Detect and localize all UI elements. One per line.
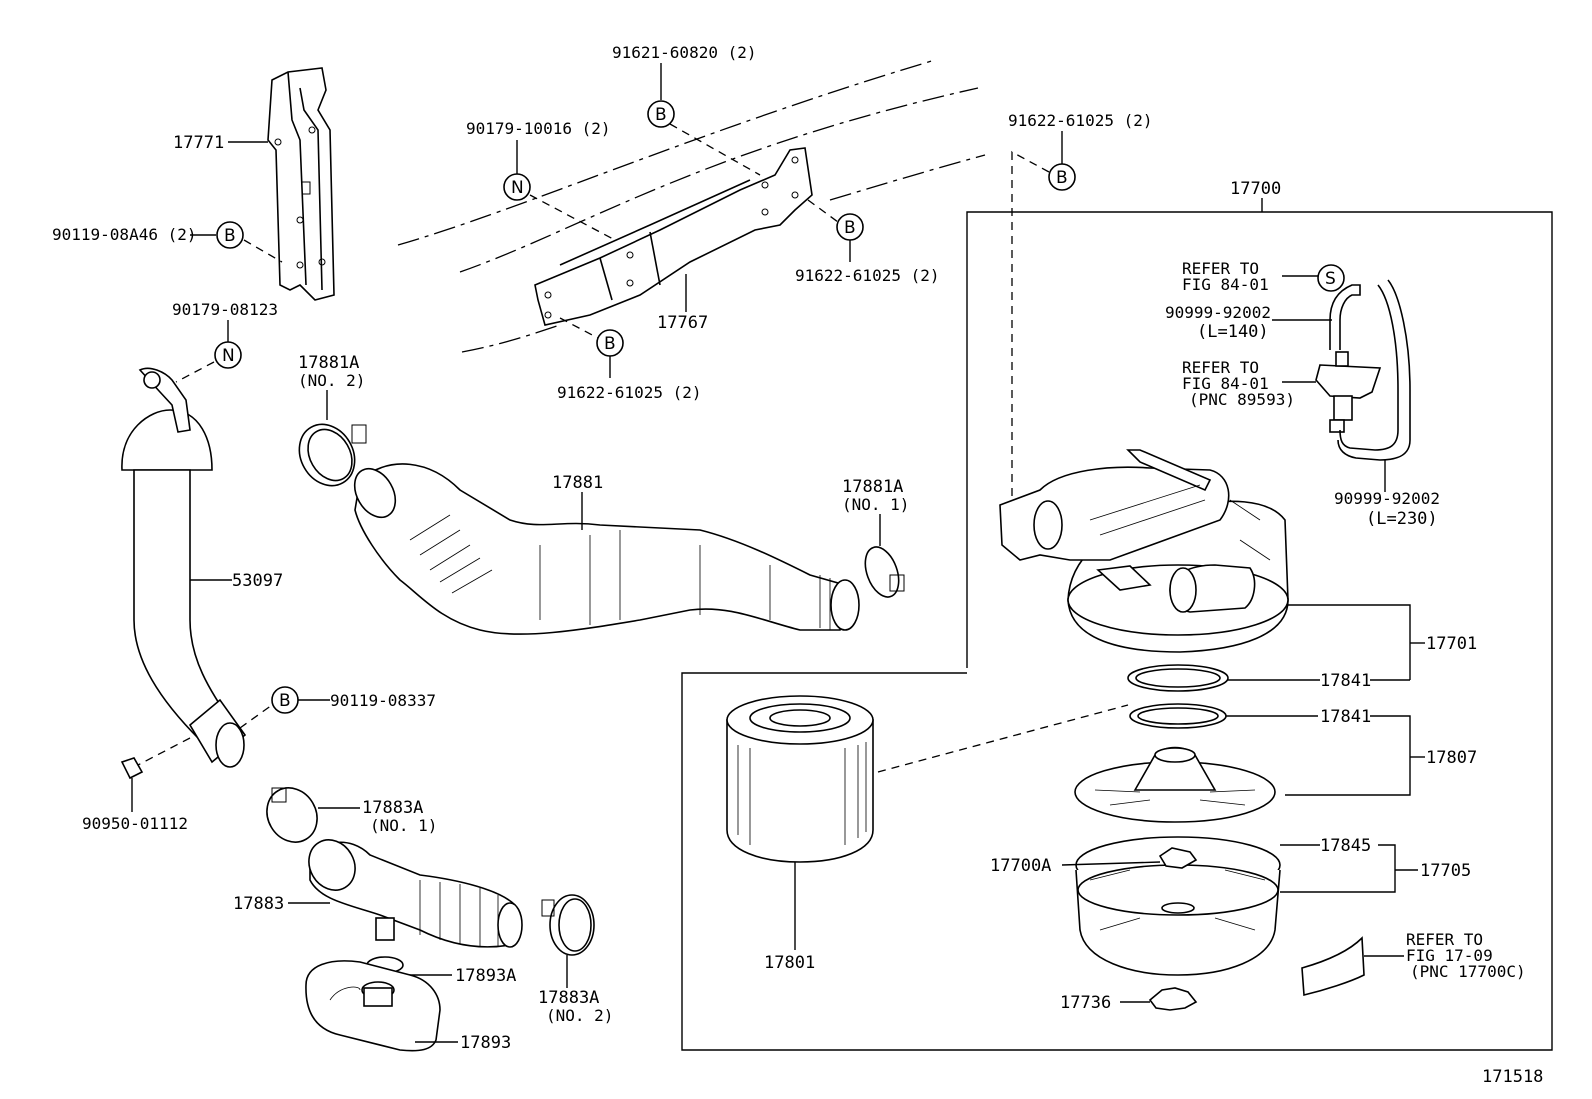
label-90999-92002-a-len: (L=140) xyxy=(1197,322,1269,342)
part-17881-intake-hose xyxy=(353,463,860,635)
label-17845: 17845 xyxy=(1320,836,1371,856)
part-90950-01112-clip xyxy=(120,757,144,780)
refer-to-c-line1: REFER TO xyxy=(1406,930,1483,949)
part-17705-lower-case xyxy=(1075,836,1281,976)
svg-text:N: N xyxy=(222,346,235,366)
svg-text:S: S xyxy=(1325,269,1336,289)
label-90950-01112: 90950-01112 xyxy=(82,814,188,833)
marker-b-3 xyxy=(647,100,675,128)
refer-to-a-line1: REFER TO xyxy=(1182,259,1259,278)
label-17881A-no2-sub: (NO. 2) xyxy=(298,371,365,390)
label-17700A: 17700A xyxy=(990,856,1051,876)
label-53097: 53097 xyxy=(232,571,283,591)
label-17883: 17883 xyxy=(233,894,284,914)
part-90999-92002-hose-short xyxy=(1329,284,1361,350)
label-17883A-no2-sub: (NO. 2) xyxy=(546,1006,613,1025)
label-17705: 17705 xyxy=(1420,861,1471,881)
label-17881A-no1-sub: (NO. 1) xyxy=(842,495,909,514)
label-17801: 17801 xyxy=(764,953,815,973)
label-90179-10016: 90179-10016 (2) xyxy=(466,119,611,138)
label-90999-92002-b-len: (L=230) xyxy=(1366,509,1438,529)
refer-to-b-line3: (PNC 89593) xyxy=(1189,390,1295,409)
label-17883A-no1: 17883A xyxy=(362,798,423,818)
svg-text:N: N xyxy=(511,178,524,198)
refer-to-b-line2: FIG 84-01 xyxy=(1182,374,1269,393)
marker-n-2 xyxy=(503,173,531,201)
label-17841-upper: 17841 xyxy=(1320,671,1371,691)
part-17767-bracket xyxy=(534,147,813,326)
part-17883-hose xyxy=(308,839,523,948)
label-91622-61025-top: 91622-61025 (2) xyxy=(1008,111,1153,130)
assembly-17700-outline xyxy=(681,211,1553,1051)
label-17767: 17767 xyxy=(657,313,708,333)
label-90119-08A46: 90119-08A46 (2) xyxy=(52,225,197,244)
frame-rail-lower xyxy=(461,324,561,353)
part-17883A-no1-clamp xyxy=(266,787,318,843)
label-17701: 17701 xyxy=(1426,634,1477,654)
frame-rail-mid xyxy=(459,87,979,273)
part-17881A-no2-clamp xyxy=(298,423,356,487)
label-17771: 17771 xyxy=(173,133,224,153)
part-17807-element-plate xyxy=(1074,746,1276,823)
label-17893: 17893 xyxy=(460,1033,511,1053)
refer-to-c-line3: (PNC 17700C) xyxy=(1410,962,1526,981)
label-17893A: 17893A xyxy=(455,966,516,986)
part-17736-wing-nut xyxy=(1148,987,1198,1011)
frame-rail-upper xyxy=(397,59,936,246)
svg-text:B: B xyxy=(279,691,291,711)
label-17736: 17736 xyxy=(1060,993,1111,1013)
refer-to-b-line1: REFER TO xyxy=(1182,358,1259,377)
part-17893-resonator xyxy=(305,960,441,1052)
label-17881: 17881 xyxy=(552,473,603,493)
label-90999-92002-a: 90999-92002 xyxy=(1165,303,1271,322)
part-17801-filter-element xyxy=(726,695,874,863)
marker-b-6 xyxy=(1048,163,1076,191)
label-17700: 17700 xyxy=(1230,179,1281,199)
label-17841-lower: 17841 xyxy=(1320,707,1371,727)
part-17883A-no2-clamp xyxy=(549,894,595,956)
label-91622-61025-mid: 91622-61025 (2) xyxy=(795,266,940,285)
svg-text:B: B xyxy=(224,226,236,246)
label-17881A-no2: 17881A xyxy=(298,353,359,373)
marker-b-1 xyxy=(216,221,244,249)
part-vacuum-valve xyxy=(1315,351,1382,433)
label-17883A-no2: 17883A xyxy=(538,988,599,1008)
figure-number: 171518 xyxy=(1482,1067,1543,1087)
refer-to-a-line2: FIG 84-01 xyxy=(1182,275,1269,294)
part-17881A-no1-clamp xyxy=(864,546,900,598)
part-17701-air-cleaner-case xyxy=(999,449,1289,653)
label-90119-08337: 90119-08337 xyxy=(330,691,436,710)
svg-text:B: B xyxy=(604,334,616,354)
label-17881A-no1: 17881A xyxy=(842,477,903,497)
part-53097-intake-pipe xyxy=(121,367,247,768)
frame-rail-right xyxy=(829,154,986,201)
label-90179-08123: 90179-08123 xyxy=(172,300,278,319)
marker-s xyxy=(1317,264,1345,292)
label-91622-61025-bottom: 91622-61025 (2) xyxy=(557,383,702,402)
label-17807: 17807 xyxy=(1426,748,1477,768)
part-17700C-reference-shape xyxy=(1301,936,1365,996)
refer-to-c-line2: FIG 17-09 xyxy=(1406,946,1493,965)
label-17883A-no1-sub: (NO. 1) xyxy=(370,816,437,835)
svg-text:B: B xyxy=(1056,168,1068,188)
svg-text:B: B xyxy=(844,218,856,238)
label-91621-60820: 91621-60820 (2) xyxy=(612,43,757,62)
marker-n-1 xyxy=(214,341,242,369)
label-90999-92002-b: 90999-92002 xyxy=(1334,489,1440,508)
svg-text:B: B xyxy=(655,105,667,125)
part-90999-92002-hose-long xyxy=(1337,279,1411,461)
part-17771-bracket xyxy=(267,67,335,301)
